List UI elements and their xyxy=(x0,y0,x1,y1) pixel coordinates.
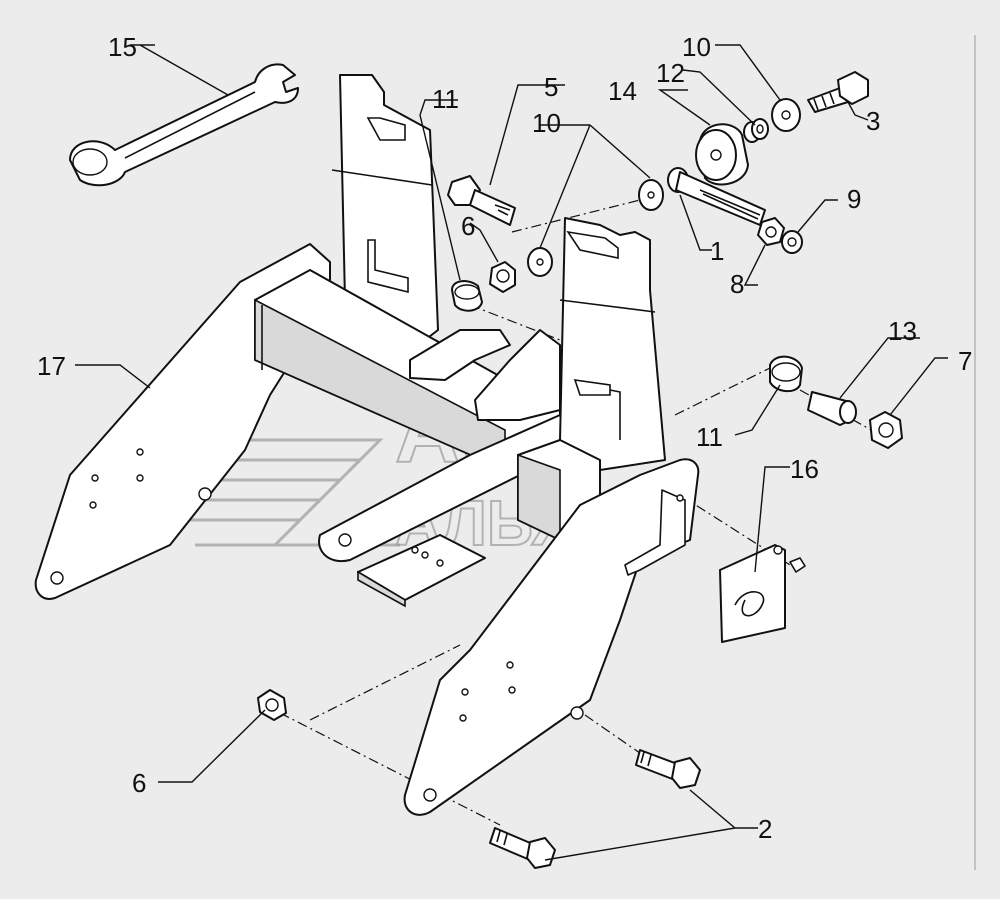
callout-3: 3 xyxy=(866,106,880,136)
part-14-roller xyxy=(695,123,749,186)
right-side-plate xyxy=(403,458,700,816)
callout-11-top: 11 xyxy=(432,84,459,114)
right-upright-bracket xyxy=(559,217,666,471)
part-10-washer-left xyxy=(638,179,664,211)
callout-16: 16 xyxy=(790,454,819,484)
part-9-washer xyxy=(781,230,803,254)
callout-11-right: 11 xyxy=(696,422,723,452)
callout-7: 7 xyxy=(958,346,972,376)
part-5-bolt xyxy=(447,175,516,226)
callout-2: 2 xyxy=(758,814,772,844)
part-10-washer-right xyxy=(771,98,801,132)
callout-13: 13 xyxy=(888,316,917,346)
callout-6-top: 6 xyxy=(461,211,475,241)
part-2-bolt-upper xyxy=(635,749,701,789)
center-hitch-hooks xyxy=(409,329,561,421)
part-16-cover-plate xyxy=(719,544,806,643)
part-1-stud-pin xyxy=(667,167,766,226)
callout-14: 14 xyxy=(608,76,637,106)
callout-6-bottom: 6 xyxy=(132,768,146,798)
callout-leader-lines xyxy=(75,44,948,861)
callout-1: 1 xyxy=(710,236,724,266)
callout-9: 9 xyxy=(847,184,861,214)
mounting-plate xyxy=(357,534,486,608)
part-3-bolt xyxy=(807,71,869,113)
callout-5: 5 xyxy=(544,72,558,102)
callout-17: 17 xyxy=(37,351,66,381)
part-11-bushing-right xyxy=(769,355,803,393)
callout-10-mid: 10 xyxy=(532,108,561,138)
part-7-nut xyxy=(869,411,903,449)
part-2-bolt-lower xyxy=(489,827,556,869)
part-15-wrench-icon xyxy=(69,63,299,187)
callout-15: 15 xyxy=(108,32,137,62)
callout-10-top: 10 xyxy=(682,32,711,62)
part-6-nut-bottom xyxy=(257,689,287,721)
callout-8: 8 xyxy=(730,269,744,299)
part-6-nut-top xyxy=(489,261,516,293)
part-8-nut xyxy=(757,217,785,246)
callout-labels: 15 5 11 10 6 10 12 14 3 1 8 9 13 7 11 16… xyxy=(37,32,972,844)
callout-12: 12 xyxy=(656,58,685,88)
part-10-washer-mid xyxy=(527,247,553,277)
part-11-bushing-top xyxy=(451,280,483,312)
part-13-sleeve xyxy=(807,391,857,426)
part-12-spacer xyxy=(743,118,769,143)
